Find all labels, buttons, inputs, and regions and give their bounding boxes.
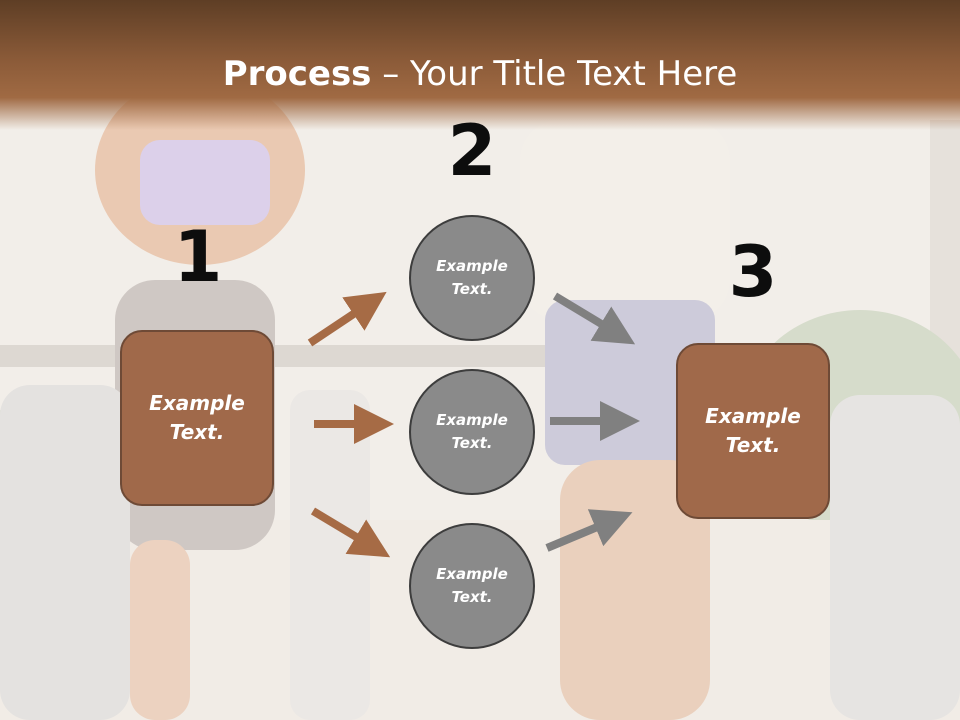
arrow-1-to-bottom: [310, 507, 391, 558]
circle-top-label: Example Text.: [436, 257, 508, 298]
title-rest: – Your Title Text Here: [371, 54, 738, 94]
arrow-1-to-top: [307, 291, 387, 347]
circle-middle-label: Example Text.: [436, 411, 508, 452]
step-2-circle-bottom: Example Text.: [409, 523, 535, 649]
arrow-bottom-to-3: [545, 509, 633, 552]
step-2-circle-middle: Example Text.: [409, 369, 535, 495]
step-number-2: 2: [447, 110, 497, 192]
title-bold: Process: [222, 54, 372, 94]
page-title: Process – Your Title Text Here: [0, 52, 960, 96]
step-box-1-label: Example Text.: [149, 391, 245, 444]
step-box-1: Example Text.: [120, 330, 274, 506]
step-box-3: Example Text.: [676, 343, 830, 519]
title-bar: [0, 0, 960, 130]
arrow-top-to-3: [552, 292, 636, 345]
step-number-3: 3: [728, 231, 778, 313]
step-number-1: 1: [173, 216, 223, 298]
step-box-3-label: Example Text.: [705, 404, 801, 457]
circle-bottom-label: Example Text.: [436, 565, 508, 606]
step-2-circle-top: Example Text.: [409, 215, 535, 341]
